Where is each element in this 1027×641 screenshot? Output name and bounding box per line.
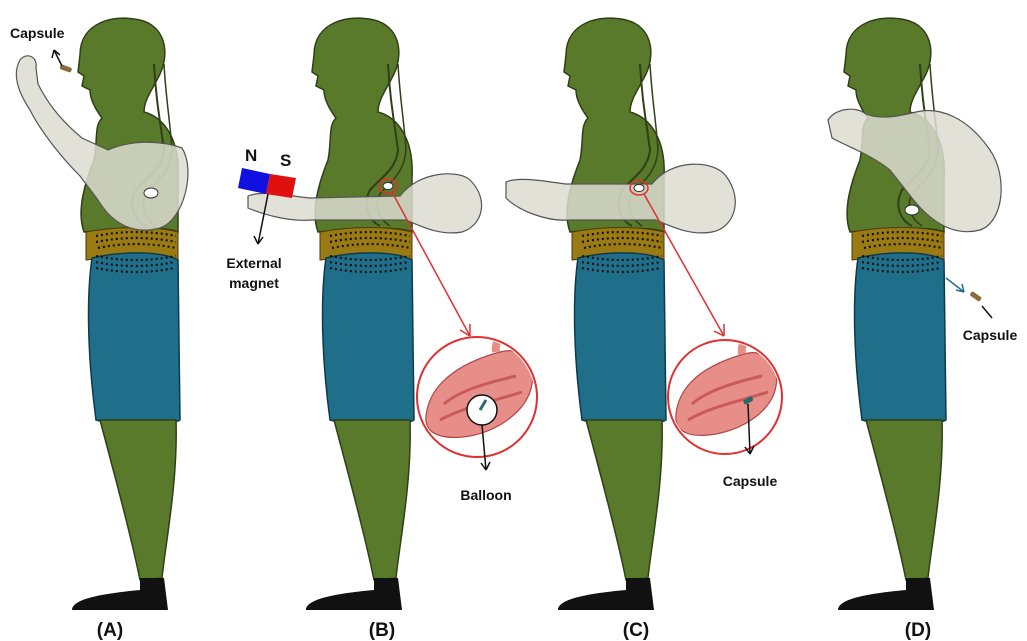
intestine-capsule bbox=[905, 205, 919, 215]
human-figure bbox=[306, 18, 414, 610]
panel-label: (A) bbox=[97, 620, 123, 641]
exit-arrow bbox=[946, 278, 964, 292]
panel-a: Capsule (A) bbox=[10, 18, 188, 641]
magnet-south-label: S bbox=[280, 151, 291, 170]
panel-label: (D) bbox=[905, 620, 931, 641]
capsule-label: Capsule bbox=[723, 473, 778, 489]
panel-label: (B) bbox=[369, 620, 395, 641]
magnet-north bbox=[238, 168, 270, 194]
balloon bbox=[467, 395, 497, 425]
capsule bbox=[969, 291, 982, 302]
magnet-label-line2: magnet bbox=[229, 275, 279, 291]
magnet-south bbox=[266, 174, 296, 198]
human-figure bbox=[558, 18, 666, 610]
balloon-label: Balloon bbox=[460, 487, 511, 503]
magnet-north-label: N bbox=[245, 146, 257, 165]
panel-d: Capsule (D) bbox=[828, 18, 1017, 641]
stomach-capsule bbox=[144, 188, 158, 198]
human-figure bbox=[838, 18, 946, 610]
stomach-zoom bbox=[668, 336, 782, 454]
capsule-label: Capsule bbox=[10, 25, 65, 41]
stomach-zoom bbox=[417, 334, 537, 457]
panel-label: (C) bbox=[623, 620, 649, 641]
human-figure bbox=[72, 18, 180, 610]
stomach-capsule bbox=[383, 183, 393, 190]
magnet-label-line1: External bbox=[226, 255, 281, 271]
capsule-label: Capsule bbox=[963, 327, 1018, 343]
panel-c: Capsule (C) bbox=[506, 18, 782, 641]
stomach-capsule bbox=[634, 185, 644, 192]
panel-b: N S External magnet Balloon (B) bbox=[226, 18, 537, 641]
